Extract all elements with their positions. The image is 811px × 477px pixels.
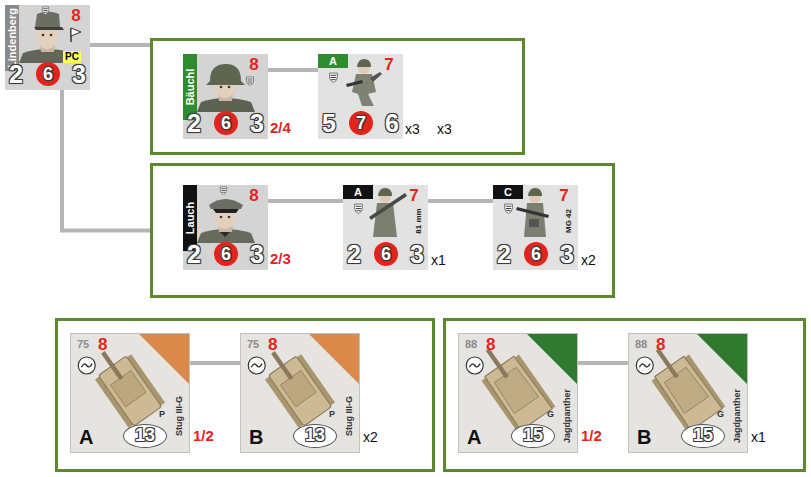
movement-value: 3: [72, 60, 86, 88]
counter-art: [5, 5, 90, 90]
unit-count: 1/2: [193, 427, 214, 444]
movement-value: 3: [250, 240, 264, 268]
unit-counter: C 7 MG 42 263: [493, 185, 578, 270]
movement-value: 3: [250, 109, 264, 137]
connector-line: [578, 361, 628, 365]
vehicle-counter: 888JagdpantherG15A: [458, 333, 578, 453]
vehicle-name: Stug III-G: [173, 386, 185, 446]
morale-value: 7: [553, 186, 575, 205]
vehicle-name: Jagdpanther: [561, 386, 573, 446]
unit-counter: Bäuchl8263: [183, 54, 268, 139]
unit-type-triangle: [527, 334, 577, 384]
counter-art: [493, 185, 578, 270]
vehicle-letter: B: [249, 426, 263, 449]
flag-icon: [71, 28, 81, 42]
vehicle-name: Stug III-G: [343, 386, 355, 446]
vehicle-counter: 75 8Stug III-G P 13 A: [70, 333, 190, 453]
unit-count: 1/2: [581, 427, 602, 444]
weapon-name: 81 mm: [413, 207, 424, 235]
range-value: 7: [349, 111, 373, 135]
morale-value: 8: [656, 335, 665, 354]
range-value: 6: [374, 242, 398, 266]
movement-value: 6: [385, 109, 399, 137]
morale-value: 8: [98, 335, 107, 354]
connector-line: [268, 68, 318, 72]
firepower-value: 2: [9, 60, 23, 88]
counter-multiplier: x2: [363, 429, 378, 445]
unit-tag: C: [493, 185, 523, 199]
counter-art: [183, 185, 268, 270]
armor-value: 15: [511, 424, 555, 448]
vehicle-letter: A: [467, 426, 481, 449]
counter-multiplier: x1: [431, 252, 446, 268]
gun-caliber: 75: [77, 338, 89, 350]
unit-tag: A: [343, 185, 373, 199]
vehicle-counter: 888JagdpantherG15B: [628, 333, 748, 453]
morale-value: 8: [65, 6, 87, 25]
firepower-value: 5: [322, 109, 336, 137]
counter-art: [183, 54, 268, 139]
armor-value: 13: [123, 424, 167, 448]
vehicle-counter: 75 8Stug III-G P 13 B: [240, 333, 360, 453]
gun-caliber: 75: [247, 338, 259, 350]
counter-art: [248, 340, 336, 429]
unit-counter: Lauch8263: [183, 185, 268, 270]
armor-value: 13: [293, 424, 337, 448]
morale-value: 8: [243, 186, 265, 205]
morale-value: 8: [268, 335, 277, 354]
connector-line: [428, 199, 493, 203]
vehicle-class: P: [329, 409, 335, 419]
unit-count: 2/3: [270, 250, 291, 267]
connector-line: [190, 361, 240, 365]
counter-multiplier: x3: [437, 121, 452, 137]
firepower-value: 2: [497, 240, 511, 268]
unit-count: 2/4: [270, 119, 291, 136]
movement-value: 3: [560, 240, 574, 268]
connector-line: [62, 90, 150, 231]
unit-group-box: 2/4x3x3Bäuchl8263A7576: [150, 38, 525, 155]
vehicle-letter: A: [79, 426, 93, 449]
counter-multiplier: x3: [405, 121, 420, 137]
morale-value: 8: [486, 335, 495, 354]
unit-counter: Lindenberg8PC263: [5, 5, 90, 90]
firepower-value: 2: [347, 240, 361, 268]
morale-value: 7: [378, 55, 400, 74]
vehicle-class: P: [159, 409, 165, 419]
unit-group-box: 1/2 x2 75 8Stug III-G P 13 A 75 8Stug III-G P 13 B: [55, 318, 435, 472]
range-value: 6: [214, 242, 238, 266]
unit-type-triangle: [697, 334, 747, 384]
counter-art: [636, 336, 725, 432]
gun-caliber: 88: [465, 338, 477, 350]
unit-tag: A: [318, 54, 348, 68]
unit-counter: A7576: [318, 54, 403, 139]
connector-line: [90, 43, 150, 47]
range-value: 6: [36, 62, 60, 86]
range-value: 6: [524, 242, 548, 266]
movement-value: 3: [410, 240, 424, 268]
counter-art: [343, 185, 428, 270]
range-value: 6: [214, 111, 238, 135]
morale-value: 7: [403, 186, 425, 205]
counter-art: [78, 340, 166, 429]
gun-caliber: 88: [635, 338, 647, 350]
firepower-value: 2: [187, 109, 201, 137]
counter-multiplier: x2: [581, 252, 596, 268]
weapon-name: MG 42: [563, 207, 574, 235]
armor-value: 15: [681, 424, 725, 448]
counter-art: [318, 54, 403, 139]
connector-line: [268, 199, 343, 203]
vehicle-letter: B: [637, 426, 651, 449]
firepower-value: 2: [187, 240, 201, 268]
unit-group-box: 2/3x1x2Lauch8263A781 mm263C7MG 42263: [150, 163, 615, 298]
vehicle-name: Jagdpanther: [731, 386, 743, 446]
unit-counter: A 7 81 mm 263: [343, 185, 428, 270]
morale-value: 8: [243, 55, 265, 74]
counter-multiplier: x1: [751, 429, 766, 445]
vehicle-class: G: [547, 409, 554, 419]
counter-art: [466, 336, 555, 432]
unit-group-box: 1/2x1888JagdpantherG15A888JagdpantherG15…: [443, 318, 806, 472]
vehicle-class: G: [717, 409, 724, 419]
